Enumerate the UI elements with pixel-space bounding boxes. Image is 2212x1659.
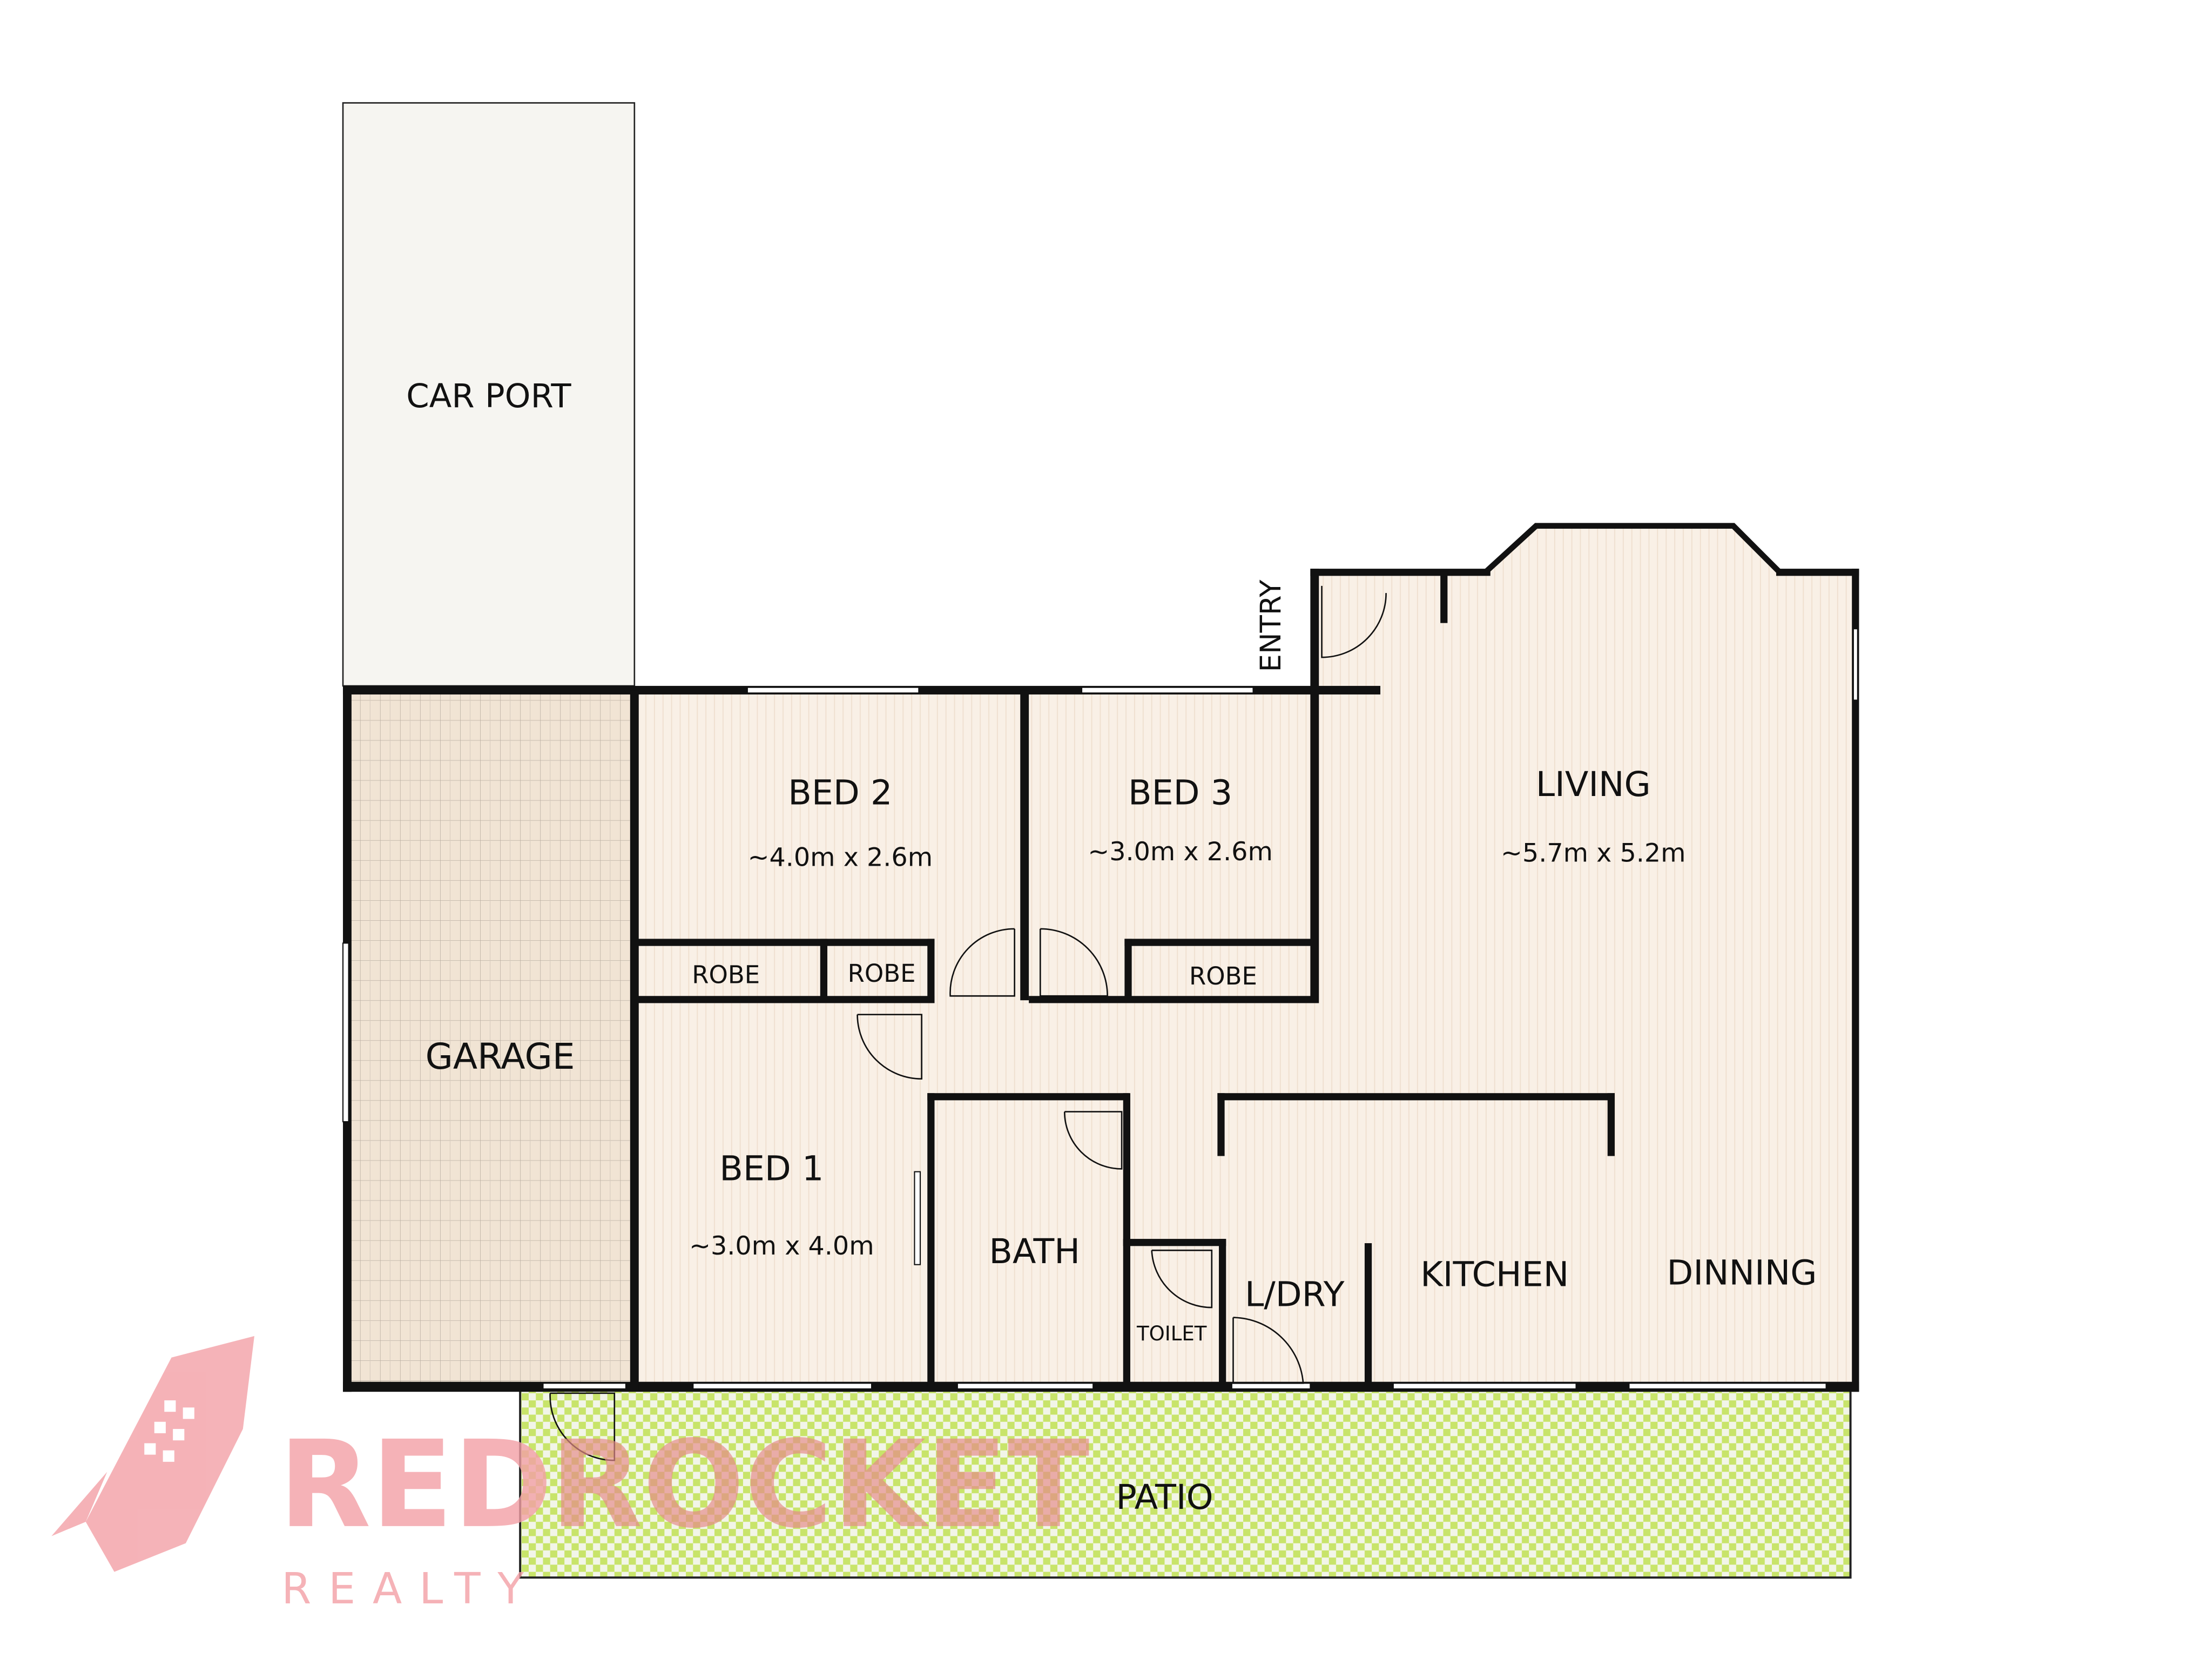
rocket-icon bbox=[51, 1336, 254, 1572]
red-rocket-logo: RED ROCKET REALTY bbox=[51, 1336, 1090, 1614]
bed2-size: ~4.0m x 2.6m bbox=[748, 842, 933, 872]
garage-label: GARAGE bbox=[426, 1036, 575, 1077]
toilet-label: TOILET bbox=[1136, 1322, 1207, 1345]
entry-label: ENTRY bbox=[1255, 579, 1287, 672]
bed3-label: BED 3 bbox=[1128, 773, 1232, 813]
kitchen-label: KITCHEN bbox=[1420, 1254, 1569, 1294]
doors bbox=[549, 585, 1387, 1461]
logo-text-rocket: ROCKET bbox=[550, 1415, 1090, 1555]
bed1-label: BED 1 bbox=[719, 1149, 824, 1189]
garage-area bbox=[347, 693, 635, 1386]
carport-area bbox=[342, 102, 636, 687]
patio-area bbox=[519, 1387, 1852, 1579]
logo-text-realty: REALTY bbox=[281, 1563, 541, 1614]
bed1-size: ~3.0m x 4.0m bbox=[689, 1231, 874, 1261]
living-size: ~5.7m x 5.2m bbox=[1501, 839, 1686, 868]
bath-label: BATH bbox=[989, 1231, 1080, 1271]
bed3-size: ~3.0m x 2.6m bbox=[1088, 837, 1273, 867]
robe2-label: ROBE bbox=[848, 959, 916, 988]
patio-label: PATIO bbox=[1116, 1477, 1213, 1517]
living-label: LIVING bbox=[1536, 764, 1651, 804]
bed2-label: BED 2 bbox=[788, 773, 892, 813]
robe3-label: ROBE bbox=[1189, 962, 1257, 990]
robe1-label: ROBE bbox=[692, 960, 760, 989]
logo-text-red: RED bbox=[279, 1415, 552, 1555]
windows bbox=[342, 628, 1858, 1390]
laundry-label: L/DRY bbox=[1245, 1274, 1345, 1314]
carport-label: CAR PORT bbox=[406, 377, 571, 415]
dining-label: DINNING bbox=[1667, 1253, 1817, 1293]
house-floor bbox=[634, 525, 1855, 1389]
